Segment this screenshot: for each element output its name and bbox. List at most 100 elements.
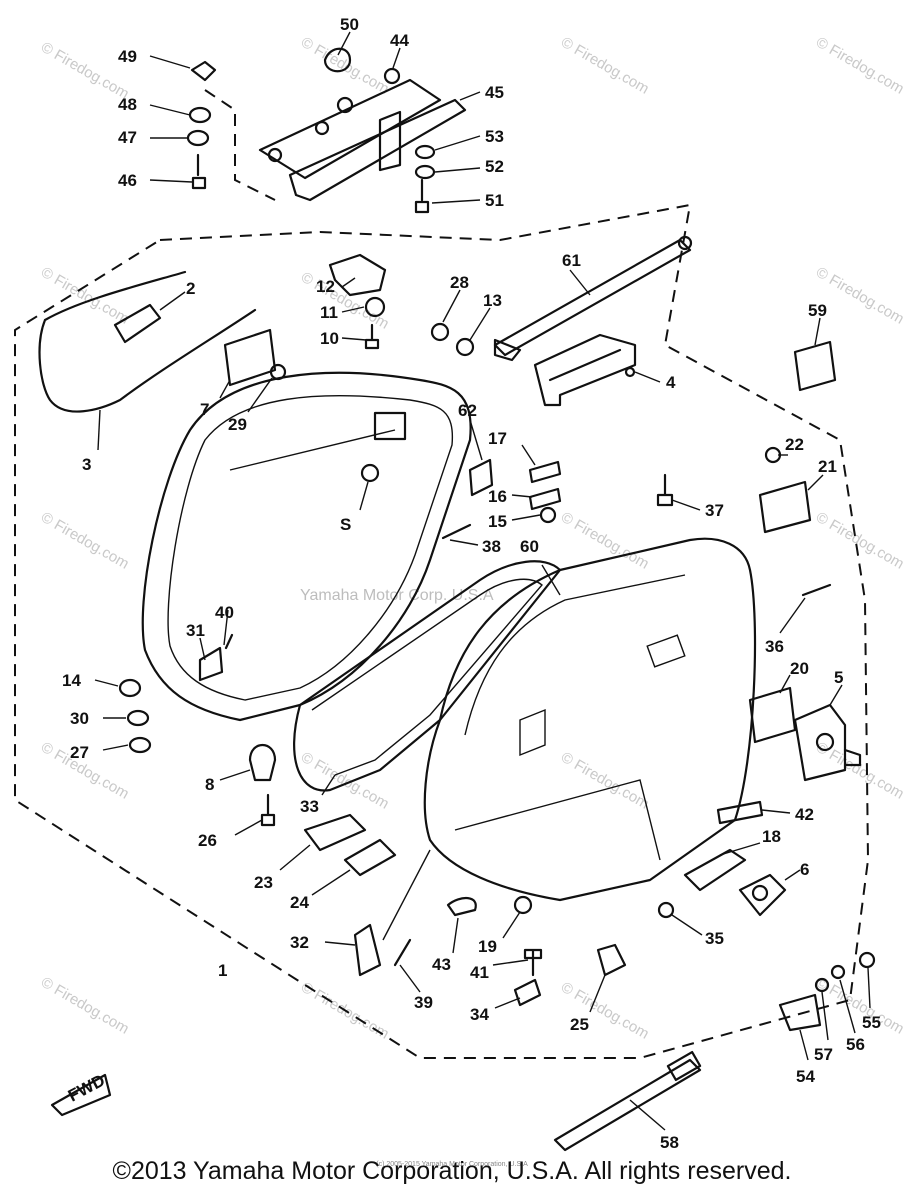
fwd-label: FWD bbox=[65, 1071, 108, 1106]
backing-plate bbox=[683, 848, 747, 892]
callout-27: 27 bbox=[70, 743, 89, 762]
watermark-group: © Firedog.com © Firedog.com © Firedog.co… bbox=[38, 34, 904, 1043]
callout-56: 56 bbox=[846, 1035, 865, 1054]
long-support-bar bbox=[493, 235, 693, 362]
small-copyright: (c) 2005-2015 Yamaha Motor Corporation, … bbox=[376, 1161, 528, 1168]
latch-assembly bbox=[793, 703, 862, 782]
cover-plate bbox=[758, 480, 812, 534]
callout-49: 49 bbox=[118, 47, 137, 66]
callout-26: 26 bbox=[198, 831, 217, 850]
callout-14: 14 bbox=[62, 671, 81, 690]
callout-59: 59 bbox=[808, 301, 827, 320]
fwd-arrow-icon: FWD bbox=[50, 1071, 112, 1117]
emblem bbox=[113, 303, 162, 344]
callout-57: 57 bbox=[814, 1045, 833, 1064]
callout-34: 34 bbox=[470, 1005, 489, 1024]
bag-gasket bbox=[293, 560, 562, 792]
watermark: © Firedog.com bbox=[813, 34, 904, 98]
watermark: © Firedog.com bbox=[38, 264, 132, 328]
callout-6: 6 bbox=[800, 860, 809, 879]
watermark: © Firedog.com bbox=[558, 509, 652, 573]
callout-8: 8 bbox=[205, 775, 214, 794]
mounting-stay bbox=[303, 813, 367, 852]
callout-23: 23 bbox=[254, 873, 273, 892]
rear-bracket bbox=[258, 47, 467, 202]
watermark: © Firedog.com bbox=[38, 509, 132, 573]
leader-lines bbox=[94, 31, 871, 1131]
callout-20: 20 bbox=[790, 659, 809, 678]
callout-50: 50 bbox=[340, 15, 359, 34]
callout-44: 44 bbox=[390, 31, 409, 50]
assembly-boundary bbox=[14, 203, 870, 1059]
mounting-stay bbox=[343, 838, 397, 877]
callout-25: 25 bbox=[570, 1015, 589, 1034]
small-hardware bbox=[118, 296, 876, 1007]
callout-1: 1 bbox=[218, 961, 227, 980]
callout-19: 19 bbox=[478, 937, 497, 956]
callout-11: 11 bbox=[320, 303, 338, 322]
callout-55: 55 bbox=[862, 1013, 881, 1032]
callout-41: 41 bbox=[470, 963, 489, 982]
watermark: © Firedog.com bbox=[38, 974, 132, 1038]
callout-51: 51 bbox=[485, 191, 504, 210]
lock-assembly bbox=[738, 873, 787, 917]
reflector bbox=[778, 993, 822, 1032]
callout-3: 3 bbox=[82, 455, 91, 474]
lid-pad bbox=[223, 328, 277, 387]
callout-58: 58 bbox=[660, 1133, 679, 1152]
callout-42: 42 bbox=[795, 805, 814, 824]
callout-22: 22 bbox=[785, 435, 804, 454]
callout-32: 32 bbox=[290, 933, 309, 952]
callout-35: 35 bbox=[705, 929, 724, 948]
watermark: © Firedog.com bbox=[298, 269, 392, 333]
callout-36: 36 bbox=[765, 637, 784, 656]
callout-39: 39 bbox=[414, 993, 433, 1012]
callout-30: 30 bbox=[70, 709, 89, 728]
callout-62: 62 bbox=[458, 401, 477, 420]
left-hardware-stack bbox=[186, 60, 276, 201]
right-saddlebag-body bbox=[423, 537, 757, 902]
lid-trim-strip bbox=[38, 270, 257, 413]
stay-bracket bbox=[353, 923, 382, 977]
callout-28: 28 bbox=[450, 273, 469, 292]
callout-31: 31 bbox=[186, 621, 205, 640]
strap bbox=[553, 1058, 702, 1152]
callout-60: 60 bbox=[520, 537, 539, 556]
watermark: © Firedog.com bbox=[298, 34, 392, 98]
callout-17: 17 bbox=[488, 429, 507, 448]
callout-33: 33 bbox=[300, 797, 319, 816]
callout-37: 37 bbox=[705, 501, 724, 520]
callout-52: 52 bbox=[485, 157, 504, 176]
callout-47: 47 bbox=[118, 128, 137, 147]
callout-S: S bbox=[340, 515, 351, 534]
callout-29: 29 bbox=[228, 415, 247, 434]
callout-40: 40 bbox=[215, 603, 234, 622]
label-panel bbox=[793, 340, 837, 392]
callout-12: 12 bbox=[316, 277, 335, 296]
left-saddlebag-lid bbox=[141, 371, 472, 722]
callout-38: 38 bbox=[482, 537, 501, 556]
center-watermark: Yamaha Motor Corp. U.S.A bbox=[300, 587, 494, 604]
right-hardware-stack bbox=[414, 144, 436, 214]
callout-2: 2 bbox=[186, 279, 195, 298]
watermark: © Firedog.com bbox=[813, 739, 904, 803]
callout-5: 5 bbox=[834, 668, 843, 687]
foam-pad bbox=[716, 800, 764, 825]
callout-53: 53 bbox=[485, 127, 504, 146]
rubber-mount bbox=[248, 744, 277, 782]
callout-54: 54 bbox=[796, 1067, 815, 1086]
callout-46: 46 bbox=[118, 171, 137, 190]
callout-18: 18 bbox=[762, 827, 781, 846]
callout-48: 48 bbox=[118, 95, 137, 114]
callout-16: 16 bbox=[488, 487, 507, 506]
carry-handle bbox=[533, 333, 637, 407]
callout-labels: 49 50 44 45 48 47 46 53 52 51 2 12 11 10… bbox=[62, 15, 881, 1152]
hinge-bracket-plate bbox=[328, 253, 387, 297]
cover-plate bbox=[748, 686, 797, 744]
callout-45: 45 bbox=[485, 83, 504, 102]
callout-21: 21 bbox=[818, 457, 837, 476]
callout-43: 43 bbox=[432, 955, 451, 974]
callout-15: 15 bbox=[488, 512, 507, 531]
callout-61: 61 bbox=[562, 251, 581, 270]
